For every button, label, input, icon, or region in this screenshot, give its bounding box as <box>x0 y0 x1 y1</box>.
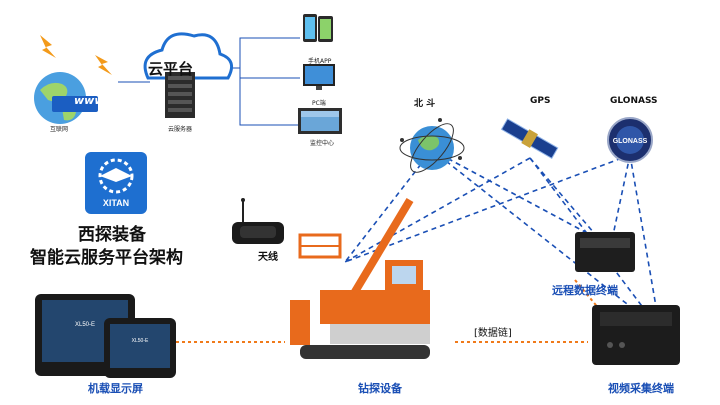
gps-satellite-icon <box>500 118 559 160</box>
gps-label: GPS <box>530 96 551 106</box>
onboard-display-label: 机载显示屏 <box>88 382 143 395</box>
monitor-center-icon <box>298 108 342 134</box>
monitor-center-label: 监控中心 <box>310 140 335 147</box>
remote-terminal-icon <box>575 232 635 272</box>
xitan-logo: XITAN <box>85 152 147 214</box>
onboard-display-icon: XL50-E XL50-E <box>35 294 176 378</box>
drill-rig-icon <box>290 197 430 359</box>
internet-www-text: www <box>74 94 105 107</box>
data-link-label: [数据链] <box>474 328 512 339</box>
glonass-label: GLONASS <box>610 96 658 106</box>
xitan-logo-text: XITAN <box>103 198 129 208</box>
beidou-satellite-icon <box>399 118 465 173</box>
antenna-icon <box>232 198 284 244</box>
brand-title-line2: 智能云服务平台架构 <box>30 248 183 268</box>
antenna-label: 天线 <box>258 252 278 263</box>
spark-icon <box>40 35 112 75</box>
pc-monitor-icon <box>303 64 335 90</box>
internet-label: 互联网 <box>50 126 69 133</box>
phone-app-label: 手机APP <box>308 58 332 65</box>
pc-label: PC端 <box>312 100 326 107</box>
drill-equipment-label: 钻探设备 <box>358 382 402 395</box>
glonass-logo-icon: GLONASS <box>607 117 653 163</box>
cloud-platform-title: 云平台 <box>148 60 194 78</box>
remote-terminal-label: 远程数据终端 <box>552 284 618 297</box>
phone-app-icon <box>303 14 333 42</box>
display-model-text: XL50-E <box>75 322 95 328</box>
brand-title-line1: 西探装备 <box>78 225 146 245</box>
display-model-text-small: XL50-E <box>132 338 149 344</box>
video-terminal-icon <box>592 305 680 365</box>
glonass-logo-text: GLONASS <box>613 138 648 145</box>
cloud-icon <box>143 32 234 80</box>
cloud-server-label: 云服务器 <box>168 126 193 133</box>
server-rack-icon <box>165 72 195 118</box>
satellite-links <box>344 149 661 331</box>
video-terminal-label: 视频采集终端 <box>608 382 674 395</box>
beidou-label: 北 斗 <box>414 99 436 109</box>
internet-globe-icon <box>34 72 98 124</box>
